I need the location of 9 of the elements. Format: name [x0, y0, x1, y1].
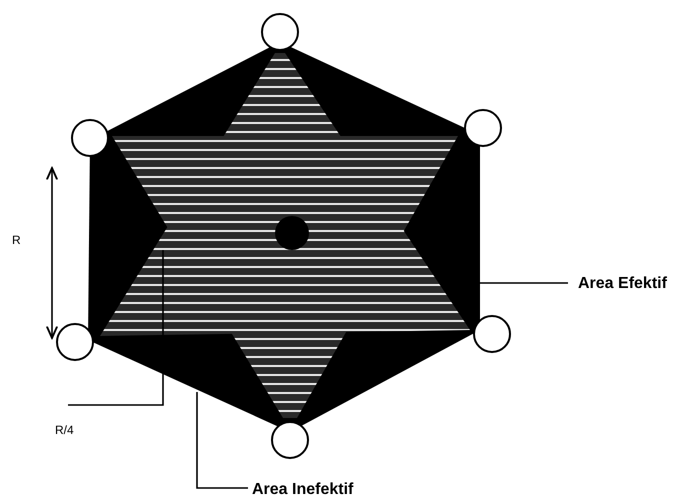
leader-line — [68, 250, 164, 406]
leader-line — [196, 392, 248, 489]
hexagon-shape — [56, 13, 511, 459]
leader-line — [479, 282, 568, 284]
dimension-label: R — [12, 234, 21, 246]
callout-label: R/4 — [55, 424, 74, 436]
callout-label: Area Inefektif — [252, 482, 354, 498]
hatched-star-shape — [100, 53, 470, 418]
callout-label: Area Efektif — [578, 276, 667, 292]
